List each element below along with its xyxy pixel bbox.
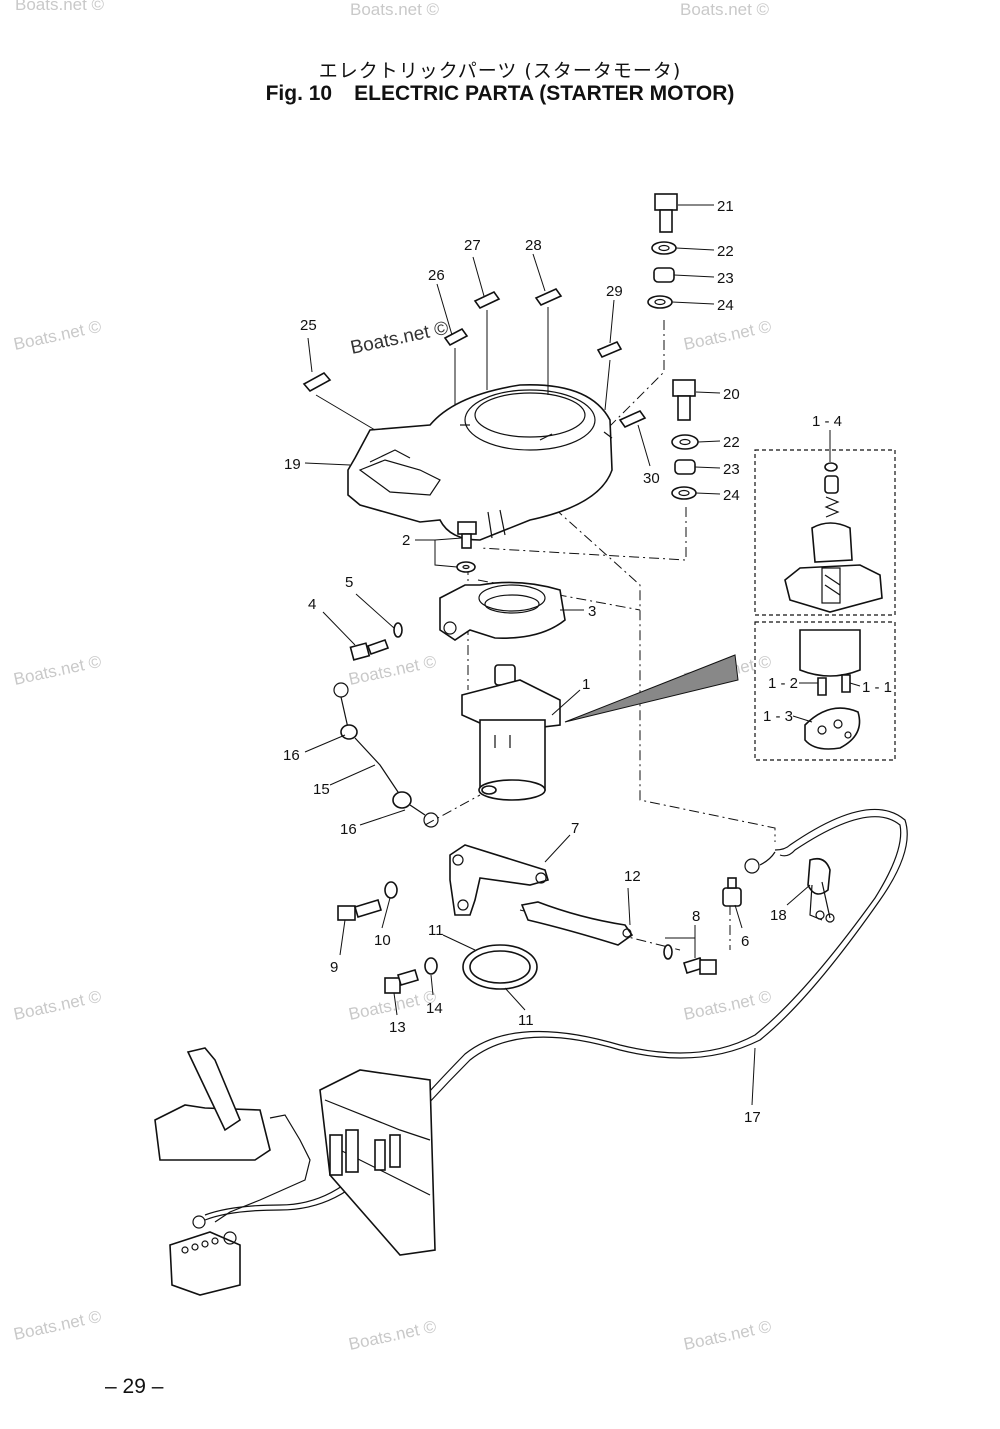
watermark: Boats.net © — [350, 0, 440, 19]
callout-24: 24 — [717, 297, 734, 314]
starter-bracket — [439, 581, 566, 641]
callout-20: 20 — [723, 386, 740, 403]
strap-band — [520, 901, 634, 946]
callout-23: 23 — [723, 461, 740, 478]
figure-title-text: ELECTRIC PARTA (STARTER MOTOR) — [354, 82, 735, 105]
callout-6: 6 — [741, 933, 749, 950]
watermark: Boats.net © — [347, 1317, 439, 1354]
mounting-bolt-stack-upper — [647, 193, 678, 309]
callout-11: 11 — [518, 1012, 534, 1029]
title-japanese: エレクトリックパーツ (スタータモータ) — [318, 60, 682, 82]
callout-17: 17 — [744, 1109, 761, 1126]
label-stickers — [302, 288, 647, 431]
watermark: Boats.net © — [680, 0, 770, 19]
callout-4: 4 — [308, 596, 316, 613]
detail-reference-wedge — [564, 654, 739, 723]
watermark: Boats.net © — [12, 317, 104, 354]
callout-18: 18 — [770, 907, 787, 924]
callout-12: 12 — [624, 868, 641, 885]
watermark: Boats.net © — [12, 652, 104, 689]
callout-3: 3 — [588, 603, 596, 620]
callout-15: 15 — [313, 781, 330, 798]
callout-9: 9 — [330, 959, 338, 976]
band-bracket — [449, 844, 550, 916]
callout-30: 30 — [643, 470, 660, 487]
callout-14: 14 — [426, 1000, 443, 1017]
mounting-bolt-stack-lower — [671, 379, 699, 500]
callout-8: 8 — [692, 908, 700, 925]
watermark-prominent: Boats.net © — [349, 318, 451, 359]
ground-cable — [333, 682, 439, 828]
callout-16: 16 — [340, 821, 357, 838]
callout-2: 2 — [402, 532, 410, 549]
callout-27: 27 — [464, 237, 481, 254]
callout-19: 19 — [284, 456, 301, 473]
callout-7: 7 — [571, 820, 579, 837]
callout-1-2: 1 - 2 — [768, 675, 798, 692]
callout-11: 11 — [428, 922, 444, 939]
callout-22: 22 — [717, 243, 734, 260]
callout-24: 24 — [723, 487, 740, 504]
figure-number: Fig. 10 — [265, 82, 333, 105]
callout-10: 10 — [374, 932, 391, 949]
watermark: Boats.net © — [12, 987, 104, 1024]
callout-1: 1 — [582, 676, 590, 693]
callout-5: 5 — [345, 574, 353, 591]
figure-title: Fig. 10 ELECTRIC PARTA (STARTER MOTOR) — [0, 82, 1000, 106]
starter-cover-plate — [347, 383, 613, 541]
small-fasteners — [337, 877, 742, 994]
remote-control-and-battery — [154, 1047, 436, 1296]
watermark: Boats.net © — [12, 1307, 104, 1344]
callout-25: 25 — [300, 317, 317, 334]
watermark: Boats.net © — [682, 987, 774, 1024]
callout-1-1: 1 - 1 — [862, 679, 892, 696]
callout-26: 26 — [428, 267, 445, 284]
starter-detail-box-lower — [754, 621, 896, 761]
callout-1-4: 1 - 4 — [812, 413, 842, 430]
callout-numbers: 21 22 23 24 20 22 23 24 27 28 26 29 25 3… — [283, 198, 892, 1126]
callout-leaders — [304, 204, 861, 1106]
bolt-and-washer — [456, 521, 477, 573]
page-number: – 29 – — [105, 1375, 164, 1398]
callout-13: 13 — [389, 1019, 406, 1036]
battery-cable-harness — [204, 808, 908, 1221]
callout-28: 28 — [525, 237, 542, 254]
rubber-cushion — [462, 944, 538, 990]
watermark: Boats.net © — [15, 0, 105, 14]
callout-23: 23 — [717, 270, 734, 287]
callout-22: 22 — [723, 434, 740, 451]
callout-16: 16 — [283, 747, 300, 764]
callout-21: 21 — [717, 198, 734, 215]
callout-29: 29 — [606, 283, 623, 300]
callout-1-3: 1 - 3 — [763, 708, 793, 725]
starter-motor — [461, 664, 561, 801]
bolt-4-washer-5 — [349, 622, 403, 661]
starter-detail-box-upper — [754, 449, 896, 616]
watermark: Boats.net © — [682, 317, 774, 354]
watermark: Boats.net © — [682, 1317, 774, 1354]
